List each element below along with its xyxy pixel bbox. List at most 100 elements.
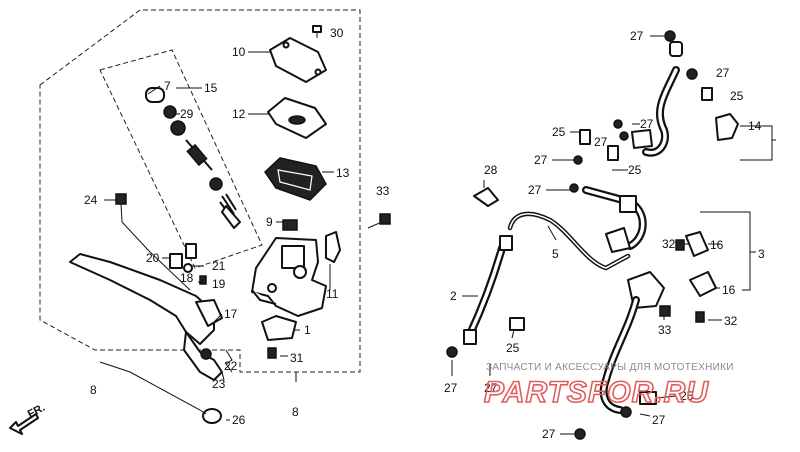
cap-26: [202, 408, 222, 424]
callout-13: 13: [336, 166, 350, 180]
callout-8-right: 8: [292, 405, 299, 419]
bolt-32-lower: [695, 311, 705, 323]
callout-26: 26: [232, 413, 246, 427]
collar-21: [185, 243, 197, 259]
hose-2: [463, 235, 513, 345]
callout-27-left: 27: [534, 153, 548, 167]
washer-18: [183, 263, 193, 273]
callout-27-mid: 27: [594, 135, 608, 149]
washer-27-a: [613, 119, 623, 129]
callout-labels: 30 10 7 15 29 12 13 9 33 24 20 21 18 19 …: [84, 26, 765, 441]
callout-25-top: 25: [730, 89, 744, 103]
bolt-25-left: [579, 129, 591, 145]
callout-1: 1: [304, 323, 311, 337]
callout-33: 33: [376, 184, 390, 198]
callout-21: 21: [212, 259, 226, 273]
callout-29: 29: [180, 107, 194, 121]
front-direction-arrow: [9, 413, 39, 435]
callout-17: 17: [224, 307, 238, 321]
washer-27-lower-b: [574, 428, 586, 440]
callout-16-lower: 16: [722, 283, 736, 297]
callout-20: 20: [146, 251, 160, 265]
callout-27-lower-left: 27: [528, 183, 542, 197]
group-4-bracket: [740, 125, 776, 161]
group-3-bracket: [700, 211, 756, 291]
bracket-11: [325, 231, 341, 263]
callout-25-left: 25: [552, 125, 566, 139]
hose-middle: [582, 186, 647, 253]
master-cylinder-body: [251, 237, 327, 317]
watermark-logo: PARTSFOR.RU: [484, 376, 709, 409]
callout-27-right: 27: [716, 66, 730, 80]
piston-kit-15-outline: [99, 49, 263, 269]
callout-27-bottom-center: 27: [484, 381, 498, 395]
pivot-bolt-24: [115, 193, 127, 223]
callout-22: 22: [224, 359, 238, 373]
spring-22: [225, 349, 233, 373]
boot-7: [145, 87, 165, 103]
washer-27-d: [569, 183, 579, 193]
bolt-25-upper: [701, 87, 713, 101]
washer-27-c: [573, 155, 583, 165]
callout-27-center: 27: [640, 117, 654, 131]
bolt-31: [267, 347, 277, 359]
callout-18: 18: [180, 271, 194, 285]
callout-5: 5: [552, 247, 559, 261]
nut-20: [169, 253, 183, 269]
callout-25-lower-left: 25: [506, 341, 520, 355]
bracket-28: [473, 187, 499, 207]
washer-27-top: [664, 30, 676, 42]
diaphragm-plate-12: [267, 97, 327, 139]
callout-2: 2: [450, 289, 457, 303]
callout-25-lower-right: 25: [680, 389, 694, 403]
callout-31: 31: [290, 351, 304, 365]
callout-7: 7: [164, 79, 171, 93]
callout-28: 28: [484, 163, 498, 177]
assembly-8-outline: [39, 9, 361, 373]
callout-15: 15: [204, 81, 218, 95]
nut-23: [200, 348, 212, 360]
diaphragm-13: [264, 157, 327, 201]
adjuster-holder-17: [195, 299, 223, 327]
callout-32-upper: 32: [662, 237, 676, 251]
callout-27-lower-right: 27: [652, 413, 666, 427]
bracket-16-lower: [689, 271, 717, 297]
callout-30: 30: [330, 26, 344, 40]
bolt-33-lower: [659, 305, 671, 317]
brake-pipe-5: [507, 211, 631, 271]
piston-cup-2: [209, 177, 223, 191]
washer-27-b: [619, 131, 629, 141]
circlip-29: [163, 105, 177, 119]
callout-27-bottom-left: 27: [444, 381, 458, 395]
bolt-25-lower-left: [509, 317, 525, 331]
piston-cup: [170, 120, 186, 136]
callout-19: 19: [212, 277, 226, 291]
brake-lever: [69, 253, 223, 381]
callout-8-left: 8: [90, 383, 97, 397]
washer-27-right: [686, 68, 698, 80]
callout-9: 9: [266, 215, 273, 229]
hose-lower-right: [599, 296, 640, 414]
bolt-33-upper: [367, 213, 391, 229]
holder-clamp-1: [261, 315, 297, 341]
reservoir-cap-10: [269, 37, 327, 83]
callout-23: 23: [212, 377, 226, 391]
fitting-14: [715, 113, 739, 141]
bracket-16-upper: [685, 231, 709, 257]
piston-rod: [185, 139, 213, 171]
screw-30: [312, 25, 322, 38]
bolt-32-upper: [675, 239, 685, 251]
spring: [219, 193, 241, 229]
callout-16-upper: 16: [710, 238, 724, 252]
callout-3: 3: [758, 247, 765, 261]
front-direction-label: FR.: [26, 402, 47, 421]
callout-24: 24: [84, 193, 98, 207]
callout-33-lower: 33: [658, 323, 672, 337]
screw-9: [282, 219, 298, 231]
callout-32-lower: 32: [724, 314, 738, 328]
callout-12: 12: [232, 107, 246, 121]
bolt-25-mid: [607, 145, 619, 161]
callout-10: 10: [232, 45, 246, 59]
